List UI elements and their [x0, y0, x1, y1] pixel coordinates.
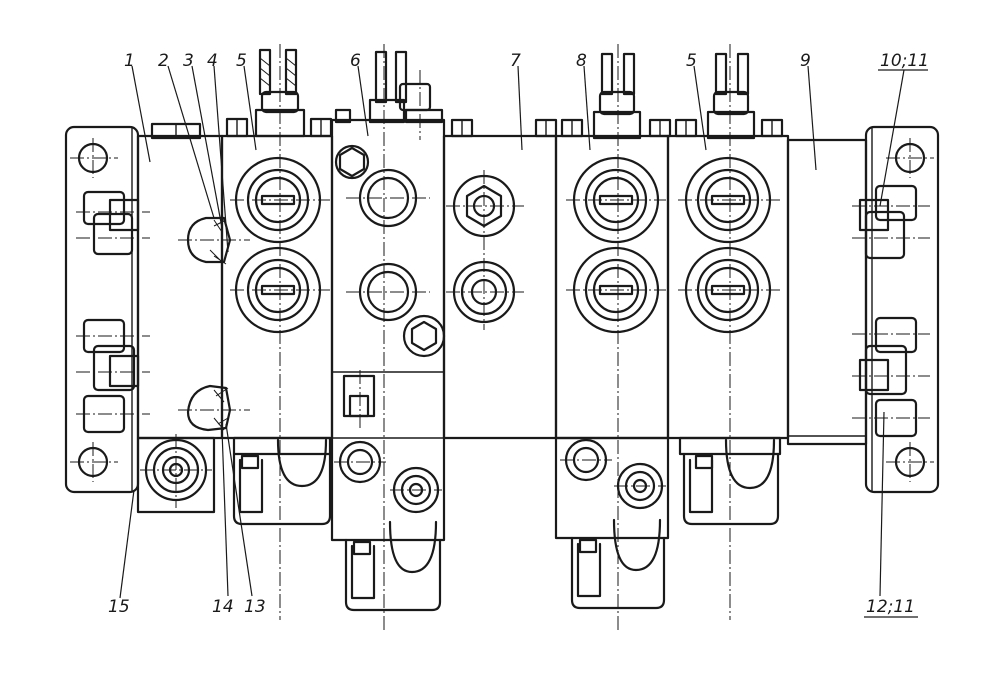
callout-15: 15: [108, 597, 130, 617]
right-tie-bolts: [852, 184, 930, 438]
callout-5-left: 5: [236, 51, 247, 71]
section-7-block: [442, 118, 558, 440]
callout-4: 4: [207, 51, 218, 71]
callout-12-11: 12;11: [866, 597, 915, 617]
callout-7: 7: [510, 51, 521, 71]
callout-14: 14: [212, 597, 234, 617]
callout-8: 8: [576, 51, 587, 71]
left-end-flange: [64, 125, 140, 494]
callout-3: 3: [183, 51, 194, 71]
section-8-spool-block: [554, 44, 672, 630]
callout-1: 1: [124, 51, 135, 71]
callout-5-right: 5: [686, 51, 697, 71]
leader-lines: [119, 65, 905, 599]
callout-10-11: 10;11: [880, 51, 929, 71]
callout-9: 9: [800, 51, 811, 71]
callout-2: 2: [158, 51, 169, 71]
right-end-flange: [864, 125, 940, 494]
callout-13: 13: [244, 597, 266, 617]
section-9-end-cover: [786, 138, 868, 446]
callout-6: 6: [350, 51, 361, 71]
section-5-left-spool-block: [220, 44, 334, 620]
callout-labels: 1 2 3 4 5 6 7 8 5 9 10;11 15 14 13 12;11: [108, 51, 929, 618]
section-5-right-spool-block: [666, 44, 790, 620]
section-6-spool-block: [330, 44, 446, 630]
